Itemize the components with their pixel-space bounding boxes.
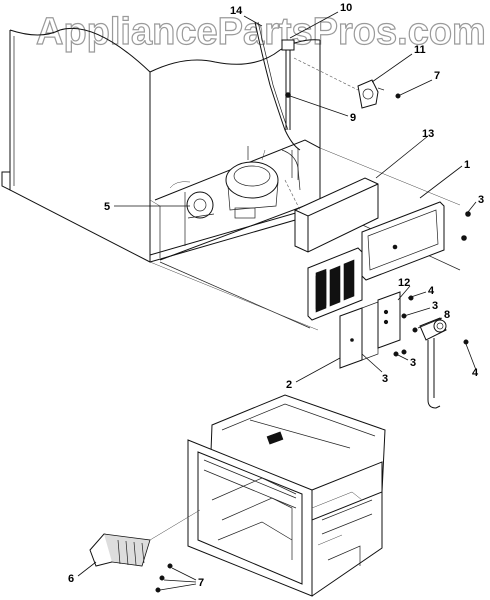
callout-3-bottom: 3	[382, 373, 388, 385]
callout-12: 12	[398, 277, 410, 289]
callout-5: 5	[104, 201, 110, 213]
callout-14: 14	[230, 5, 243, 17]
ice-bin	[187, 394, 386, 597]
tubing-part-14	[254, 21, 301, 151]
callout-labels: 14 10 11 7 9 13 1 3 5 4 12 3 8 3 4 2 3 6…	[68, 2, 484, 589]
insulation-block-part-13	[294, 177, 379, 253]
vent-grille	[307, 247, 363, 321]
callout-3-lower: 3	[410, 357, 416, 369]
callout-6: 6	[68, 573, 74, 585]
bracket-part-2	[339, 301, 379, 369]
compressor-area	[169, 148, 301, 219]
clip-part-11	[357, 79, 385, 109]
callout-9: 9	[350, 112, 356, 124]
water-valve-part-8	[412, 317, 447, 409]
ice-maker-part-6	[89, 509, 201, 593]
callout-4-upper: 4	[428, 285, 435, 297]
water-line-part-9	[281, 39, 295, 130]
callout-8: 8	[444, 309, 450, 321]
callout-11: 11	[414, 44, 426, 56]
callout-7-bottom: 7	[198, 577, 204, 589]
screws-group	[393, 93, 471, 357]
callout-4-lower: 4	[472, 367, 479, 379]
callout-3-right: 3	[478, 194, 484, 206]
plate-part-12	[377, 291, 401, 349]
callout-1: 1	[464, 159, 470, 171]
leader-lines	[77, 11, 477, 591]
watermark-text: AppliancePartsPros.com	[36, 11, 486, 53]
alignment-lines	[284, 57, 359, 211]
callout-13: 13	[422, 128, 434, 140]
refrigerator-cabinet	[1, 27, 331, 263]
callout-3-mid: 3	[432, 300, 438, 312]
callout-10: 10	[340, 2, 352, 14]
callout-7-top: 7	[434, 70, 440, 82]
callout-2: 2	[286, 379, 292, 391]
